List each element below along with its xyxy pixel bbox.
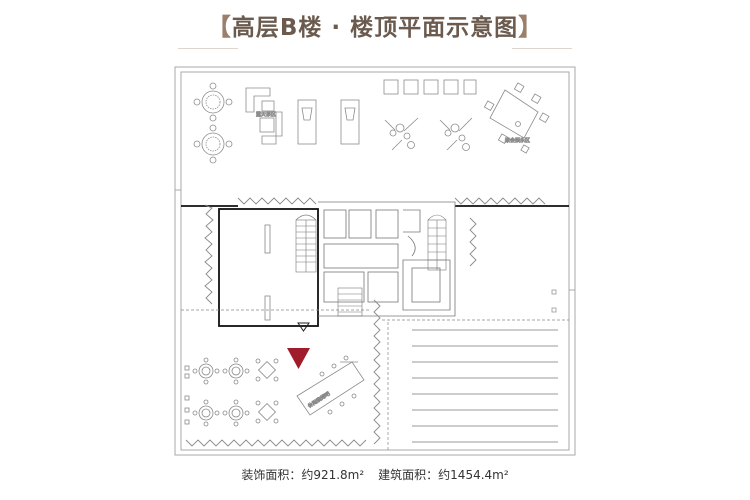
- cafe-table-1: [192, 357, 220, 385]
- stair-right: [427, 214, 447, 271]
- stair-center: [337, 287, 363, 317]
- outer-boundary: [174, 66, 576, 456]
- side-seats-left: [184, 365, 190, 425]
- viewpoint-marker-icon: [287, 348, 310, 369]
- lounge-area-label: 露天茶区: [256, 111, 276, 118]
- room-left-interior: [264, 224, 271, 321]
- plan-title: 【高层B楼 · 楼顶平面示意图】: [207, 7, 543, 42]
- core-block: [318, 201, 456, 317]
- deck-slats: [412, 329, 558, 443]
- party-table-area: [483, 82, 550, 154]
- core-walls: [181, 205, 569, 327]
- stair-left: [295, 214, 317, 273]
- round-table-2: [193, 124, 233, 164]
- decor-area-text: 装饰面积：约921.8m²: [241, 468, 365, 482]
- title-divider-left: [178, 48, 238, 49]
- tree-cluster-1: [384, 117, 419, 151]
- title-left-bracket: 【: [206, 12, 232, 41]
- area-summary: 装饰面积：约921.8m² 建筑面积：约1454.4m²: [0, 466, 750, 483]
- deck-posts: [551, 289, 557, 313]
- entry-triangle-icon: [297, 322, 310, 332]
- cafe-table-4: [222, 399, 250, 427]
- title-bar: 【高层B楼 · 楼顶平面示意图】: [0, 6, 750, 42]
- building-area-text: 建筑面积：约1454.4m²: [378, 468, 509, 482]
- cafe-table-3: [192, 399, 220, 427]
- top-terrace: 露天茶区: [193, 79, 550, 164]
- cafe-table-2: [222, 357, 250, 385]
- title-text: 高层B楼 · 楼顶平面示意图: [231, 14, 519, 41]
- l-sofa-lounge: [245, 87, 283, 145]
- tree-cluster-2: [439, 117, 473, 151]
- title-right-bracket: 】: [518, 12, 544, 41]
- square-table-2: [255, 400, 279, 424]
- bar-counter: [296, 355, 365, 416]
- bar-area-label: 休闲烧烤吧: [307, 390, 332, 409]
- lounger-1: [297, 99, 317, 145]
- lounger-2: [340, 99, 360, 145]
- party-area-label: 聚会娱乐区: [505, 137, 530, 144]
- title-divider-right: [512, 48, 572, 49]
- bottom-left-terrace: 休闲烧烤吧: [184, 355, 365, 427]
- square-table-1: [255, 358, 279, 382]
- round-table-1: [193, 82, 233, 122]
- hedge-planters: [185, 197, 546, 447]
- bench-row: [383, 79, 477, 95]
- dashed-boundaries: [181, 309, 569, 450]
